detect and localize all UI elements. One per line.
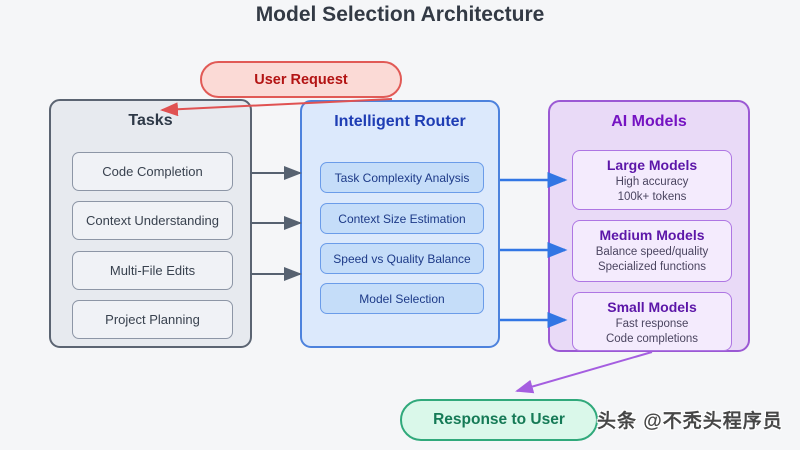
model-detail: Code completions <box>605 333 699 345</box>
model-detail: 100k+ tokens <box>617 191 687 203</box>
task-item-project-planning[interactable]: Project Planning <box>72 300 233 339</box>
model-detail: High accuracy <box>615 176 689 188</box>
diagram-title: Model Selection Architecture <box>255 3 545 26</box>
router-item-speed-vs-quality-balance[interactable]: Speed vs Quality Balance <box>320 243 484 274</box>
task-item-context-understanding[interactable]: Context Understanding <box>72 201 233 240</box>
task-item-label: Multi-File Edits <box>109 263 196 278</box>
model-name: Medium Models <box>599 227 705 243</box>
router-item-model-selection[interactable]: Model Selection <box>320 283 484 314</box>
model-card-medium[interactable]: Medium Models Balance speed/quality Spec… <box>572 220 732 282</box>
router-item-label: Task Complexity Analysis <box>334 170 470 185</box>
task-item-label: Project Planning <box>105 312 200 327</box>
user-request-label: User Request <box>254 71 348 88</box>
model-card-small[interactable]: Small Models Fast response Code completi… <box>572 292 732 351</box>
node-user-request[interactable]: User Request <box>200 61 402 98</box>
router-item-task-complexity-analysis[interactable]: Task Complexity Analysis <box>320 162 484 193</box>
router-item-label: Model Selection <box>359 291 445 306</box>
router-item-label: Context Size Estimation <box>338 211 466 226</box>
tasks-title: Tasks <box>128 112 173 129</box>
router-title: Intelligent Router <box>334 113 466 130</box>
arrow-small-models-to-response <box>515 351 653 394</box>
watermark-text: 头条 @不秃头程序员 <box>597 411 783 432</box>
model-detail: Balance speed/quality <box>595 246 709 258</box>
model-detail: Specialized functions <box>597 261 707 273</box>
task-item-code-completion[interactable]: Code Completion <box>72 152 233 191</box>
model-detail: Fast response <box>615 318 689 330</box>
node-response-to-user[interactable]: Response to User <box>400 399 598 441</box>
router-item-label: Speed vs Quality Balance <box>333 251 471 266</box>
group-tasks[interactable]: Tasks Code Completion Context Understand… <box>49 99 252 348</box>
group-intelligent-router[interactable]: Intelligent Router Task Complexity Analy… <box>300 100 500 348</box>
task-item-multi-file-edits[interactable]: Multi-File Edits <box>72 251 233 290</box>
model-card-large[interactable]: Large Models High accuracy 100k+ tokens <box>572 150 732 210</box>
task-item-label: Context Understanding <box>86 213 219 228</box>
group-ai-models[interactable]: AI Models Large Models High accuracy 100… <box>548 100 750 352</box>
model-name: Small Models <box>607 299 697 315</box>
response-label: Response to User <box>433 411 565 428</box>
router-item-context-size-estimation[interactable]: Context Size Estimation <box>320 203 484 234</box>
models-title: AI Models <box>611 113 687 130</box>
task-item-label: Code Completion <box>102 164 203 179</box>
model-name: Large Models <box>606 157 698 173</box>
